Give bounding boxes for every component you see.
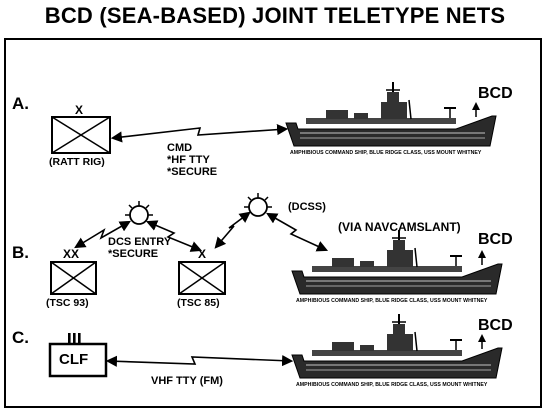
- section-c-link-label: VHF TTY (FM): [151, 375, 223, 387]
- diagram-frame: [4, 38, 542, 408]
- diagram-title: BCD (SEA-BASED) JOINT TELETYPE NETS: [44, 3, 506, 28]
- section-b-letter: B.: [12, 243, 29, 262]
- unit-symbol-tsc-93: [50, 261, 97, 295]
- section-c-letter: C.: [12, 328, 29, 347]
- ship-b: [291, 230, 503, 295]
- section-b-via-label: (VIA NAVCAMSLANT): [338, 220, 461, 234]
- section-b-dcss-label: (DCSS): [288, 201, 326, 213]
- section-b-unit-1-marking: XX: [63, 247, 80, 261]
- ship-a: [285, 82, 497, 147]
- ship-c: [291, 314, 503, 379]
- section-c-unit-text: CLF: [59, 351, 89, 368]
- section-a-unit-marking: X: [75, 103, 84, 117]
- section-b-ship-label: BCD: [478, 231, 513, 248]
- section-a-ship-label: BCD: [478, 85, 513, 102]
- section-a-ship-caption: AMPHIBIOUS COMMAND SHIP, BLUE RIDGE CLAS…: [290, 150, 482, 156]
- section-a-link-line-2: *HF TTY: [167, 154, 210, 166]
- satellite-icon-1: [125, 201, 153, 225]
- section-b-unit-2-label: (TSC 85): [177, 297, 220, 309]
- section-a-unit-label: (RATT RIG): [49, 156, 105, 168]
- section-b-link-line-1: DCS ENTRY: [108, 236, 172, 248]
- unit-symbol-tsc-85: [178, 261, 226, 295]
- link-a-lightning: [110, 124, 289, 143]
- unit-symbol-ratt-rig: [51, 116, 111, 154]
- satellite-icon-2: [244, 193, 272, 217]
- section-a-link-line-3: *SECURE: [167, 166, 218, 178]
- section-b-ship-caption: AMPHIBIOUS COMMAND SHIP, BLUE RIDGE CLAS…: [296, 298, 488, 304]
- section-a-letter: A.: [12, 94, 29, 113]
- section-c-ship-caption: AMPHIBIOUS COMMAND SHIP, BLUE RIDGE CLAS…: [296, 382, 488, 388]
- link-c-lightning: [105, 355, 294, 367]
- section-b-link-line-2: *SECURE: [108, 248, 159, 260]
- link-b-tsc93-sat1: [74, 220, 131, 249]
- section-b-unit-2-marking: X: [198, 247, 207, 261]
- link-b-sat2-ship: [266, 212, 329, 252]
- link-b-sat1-tsc85: [145, 220, 203, 252]
- unit-size-iii-marking: [68, 333, 81, 343]
- section-b-unit-1-label: (TSC 93): [46, 297, 89, 309]
- section-a-link-line-1: CMD: [167, 142, 193, 154]
- link-b-tsc85-sat2: [214, 211, 251, 249]
- unit-symbol-clf: [48, 342, 108, 378]
- section-c-ship-label: BCD: [478, 317, 513, 334]
